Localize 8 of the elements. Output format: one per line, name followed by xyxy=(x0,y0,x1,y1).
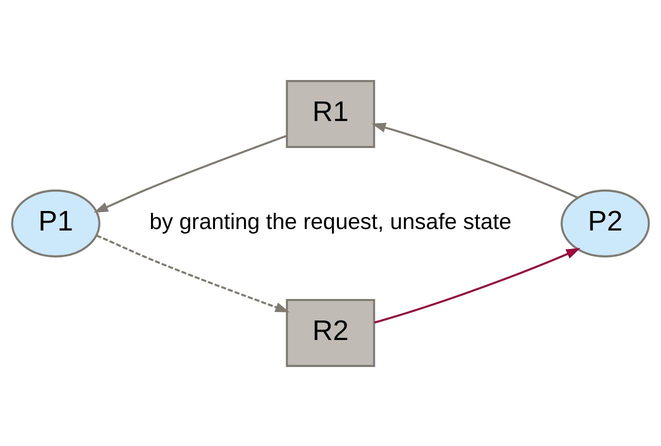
arrow xyxy=(96,234,290,312)
arrow xyxy=(374,248,580,323)
arrow xyxy=(372,122,578,198)
node-ellipse: P1 xyxy=(11,189,100,257)
arrow xyxy=(94,134,288,212)
label: by granting the request, unsafe state xyxy=(150,208,512,234)
node-box: R1 xyxy=(286,80,376,148)
node-box: R2 xyxy=(286,298,376,366)
